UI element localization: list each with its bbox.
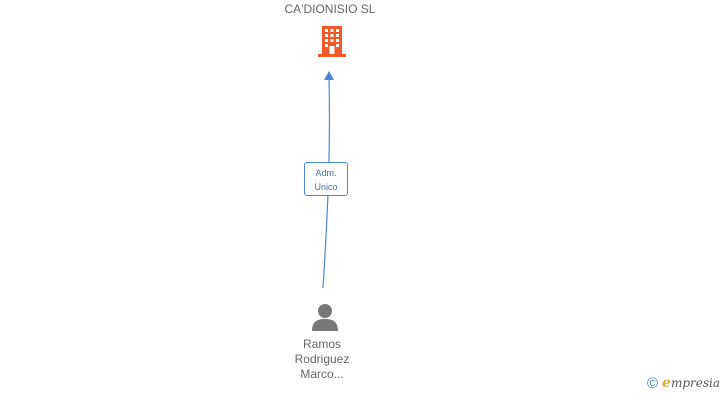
building-icon[interactable]	[317, 24, 347, 58]
arrowhead	[324, 71, 334, 80]
footer-brand[interactable]: © empresia	[647, 374, 720, 392]
brand-initial: e	[662, 375, 671, 391]
brand-logo: empresia	[662, 375, 720, 391]
person-icon[interactable]	[310, 302, 340, 332]
person-name[interactable]: Ramos Rodriguez Marco...	[262, 337, 382, 382]
company-name[interactable]: CA'DIONISIO SL	[284, 2, 376, 16]
role-line-2: Unico	[314, 182, 338, 192]
person-name-line-3: Marco...	[300, 367, 344, 381]
brand-rest: mpresia	[670, 376, 720, 390]
role-badge[interactable]: Adm. Unico	[304, 162, 348, 196]
person-name-line-1: Ramos	[302, 337, 341, 351]
copyright-icon: ©	[646, 374, 659, 392]
role-line-1: Adm.	[315, 168, 337, 178]
person-name-line-2: Rodriguez	[294, 352, 350, 366]
